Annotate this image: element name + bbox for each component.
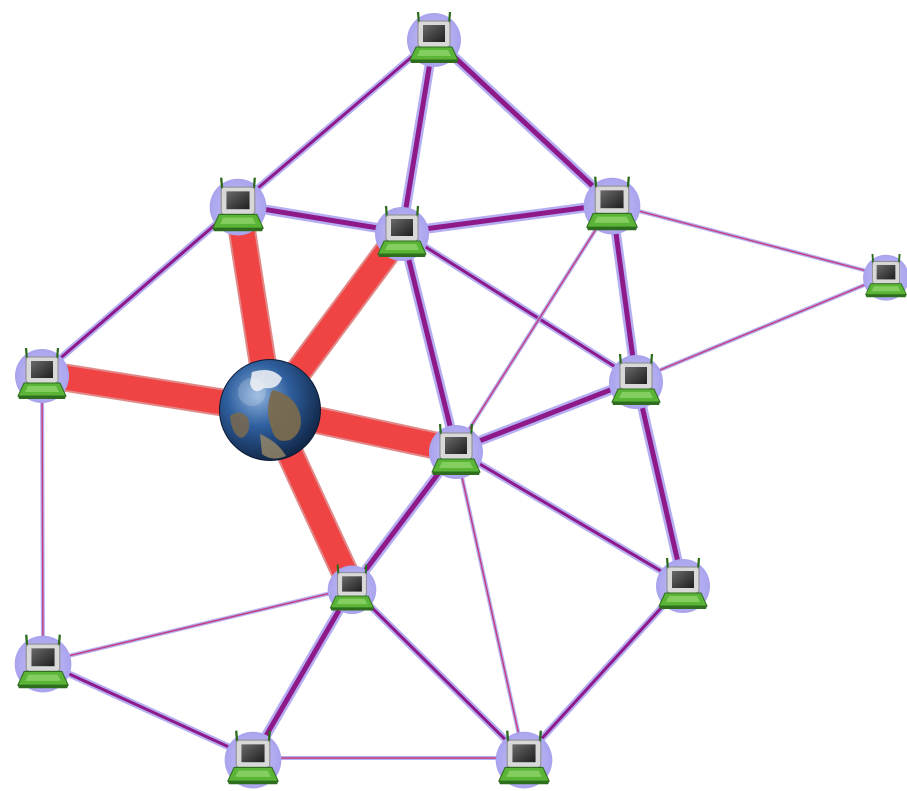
laptop-node	[225, 731, 282, 789]
mesh-link	[253, 588, 352, 758]
laptop-node	[863, 254, 907, 301]
mesh-link	[524, 584, 683, 758]
mesh-link	[636, 380, 683, 584]
laptop-node	[375, 206, 429, 261]
mesh-link	[402, 38, 434, 232]
laptop-node	[15, 635, 72, 693]
laptop-node	[609, 354, 663, 409]
mesh-link	[456, 450, 524, 758]
mesh-link	[42, 374, 43, 662]
globe-icon	[219, 359, 321, 461]
mesh-link	[238, 38, 434, 205]
laptop-node	[407, 12, 461, 67]
mesh-link	[43, 588, 352, 662]
mesh-link	[434, 38, 612, 204]
mesh-link	[636, 276, 886, 380]
mesh-link	[456, 450, 683, 584]
mesh-link	[42, 205, 238, 374]
mesh-link	[456, 380, 636, 450]
laptop-node	[656, 558, 710, 613]
mesh-link	[612, 204, 886, 276]
mesh-link	[43, 662, 253, 758]
mesh-link	[352, 588, 524, 758]
mesh-link	[402, 204, 612, 232]
mesh-link	[456, 204, 612, 450]
